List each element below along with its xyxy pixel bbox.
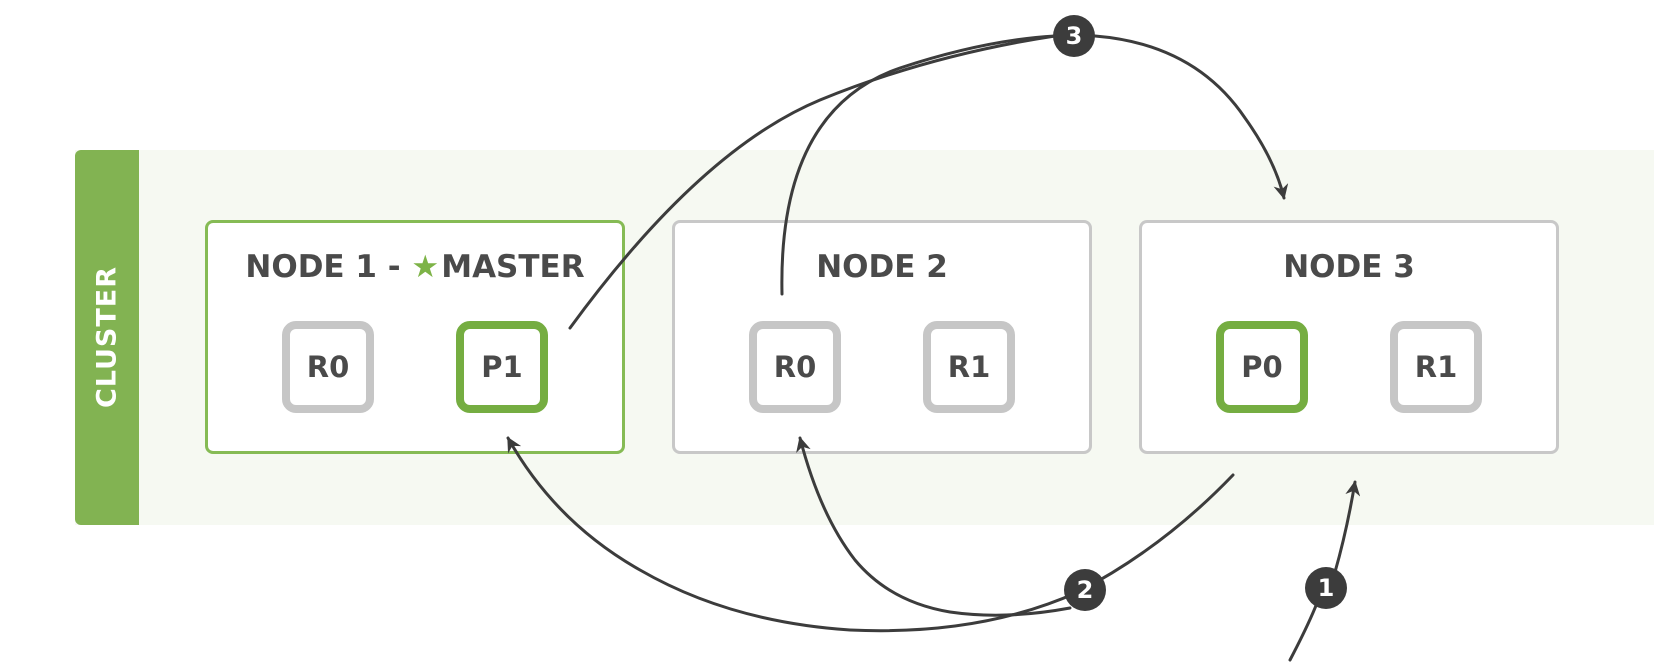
shard-primary-p1: P1 <box>456 321 548 413</box>
shard-replica-r0: R0 <box>749 321 841 413</box>
step-1-badge <box>1305 567 1347 609</box>
arrow-node-3-to-r0 <box>796 436 1072 617</box>
arrow-node-3-to-p1 <box>506 436 1235 633</box>
master-label: MASTER <box>441 249 585 285</box>
node-2: NODE 2 R0 R1 <box>672 220 1092 454</box>
step-1-label: 1 <box>1318 574 1335 602</box>
node-1: NODE 1 - ★MASTER R0 P1 <box>205 220 625 454</box>
arrow-p1-to-hub <box>568 34 1057 330</box>
shard-replica-r1: R1 <box>1390 321 1482 413</box>
shard-primary-p0: P0 <box>1216 321 1308 413</box>
step-3-badge <box>1053 15 1095 57</box>
step-2-label: 2 <box>1077 576 1094 604</box>
arrow-hub-to-node-3 <box>1093 34 1289 200</box>
arrow-r0-to-hub <box>780 34 1057 296</box>
node-1-title-prefix: NODE 1 - <box>245 249 412 285</box>
node-3: NODE 3 P0 R1 <box>1139 220 1559 454</box>
node-3-title: NODE 3 <box>1283 249 1415 285</box>
cluster-band <box>75 150 139 525</box>
shard-replica-r1: R1 <box>923 321 1015 413</box>
node-1-title: NODE 1 - ★MASTER <box>208 249 622 285</box>
step-3-label: 3 <box>1066 22 1083 50</box>
node-2-title: NODE 2 <box>816 249 948 285</box>
shard-replica-r0: R0 <box>282 321 374 413</box>
step-2-badge <box>1064 569 1106 611</box>
star-icon: ★ <box>411 249 440 285</box>
